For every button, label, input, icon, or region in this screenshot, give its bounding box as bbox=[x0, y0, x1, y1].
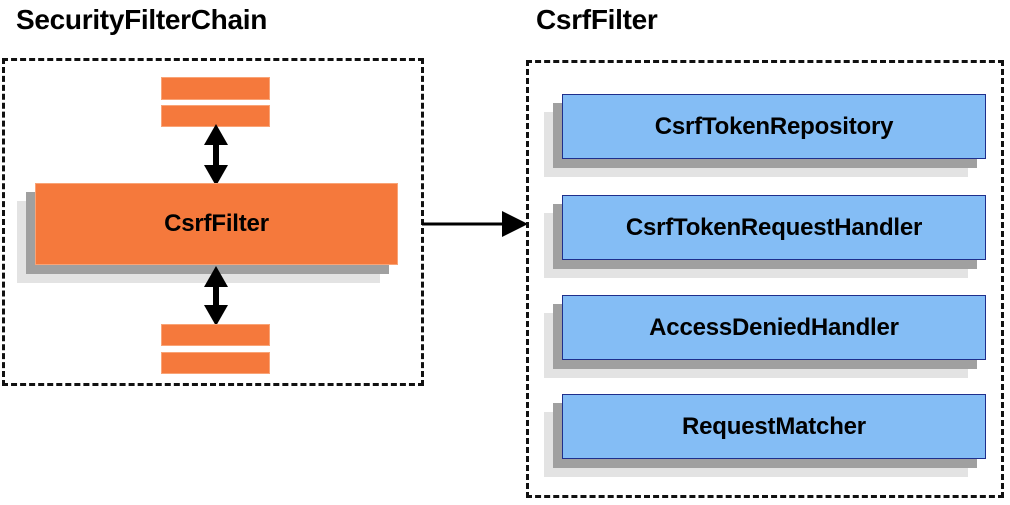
left-panel-title: SecurityFilterChain bbox=[16, 4, 268, 35]
arrow-csrffilter-to-detail bbox=[422, 211, 528, 237]
csrf-filter-label: CsrfFilter bbox=[164, 210, 269, 237]
card-face: CsrfTokenRepository bbox=[562, 94, 986, 159]
component-label: CsrfTokenRepository bbox=[654, 112, 894, 140]
right-panel-title: CsrfFilter bbox=[536, 4, 658, 35]
arrow-chain-upper bbox=[204, 124, 228, 186]
card-face: CsrfFilter bbox=[35, 183, 398, 265]
filter-bar-below-2 bbox=[161, 352, 270, 374]
csrf-filter-detail-container bbox=[526, 60, 1004, 498]
card-face: CsrfTokenRequestHandler bbox=[562, 195, 986, 260]
component-label: AccessDeniedHandler bbox=[649, 313, 899, 341]
security-filter-chain-container bbox=[2, 58, 424, 386]
filter-bar-above-1 bbox=[161, 77, 270, 100]
component-card-csrf-token-repository[interactable]: CsrfTokenRepository bbox=[544, 94, 986, 177]
card-face: RequestMatcher bbox=[562, 394, 986, 459]
csrf-filter-card[interactable]: CsrfFilter bbox=[17, 183, 398, 283]
component-card-access-denied-handler[interactable]: AccessDeniedHandler bbox=[544, 295, 986, 378]
card-face: AccessDeniedHandler bbox=[562, 295, 986, 360]
filter-bar-below-1 bbox=[161, 324, 270, 346]
component-card-csrf-token-request-handler[interactable]: CsrfTokenRequestHandler bbox=[544, 195, 986, 278]
component-card-request-matcher[interactable]: RequestMatcher bbox=[544, 394, 986, 477]
arrow-chain-lower bbox=[204, 266, 228, 326]
component-label: CsrfTokenRequestHandler bbox=[625, 213, 923, 241]
component-label: RequestMatcher bbox=[682, 412, 866, 440]
